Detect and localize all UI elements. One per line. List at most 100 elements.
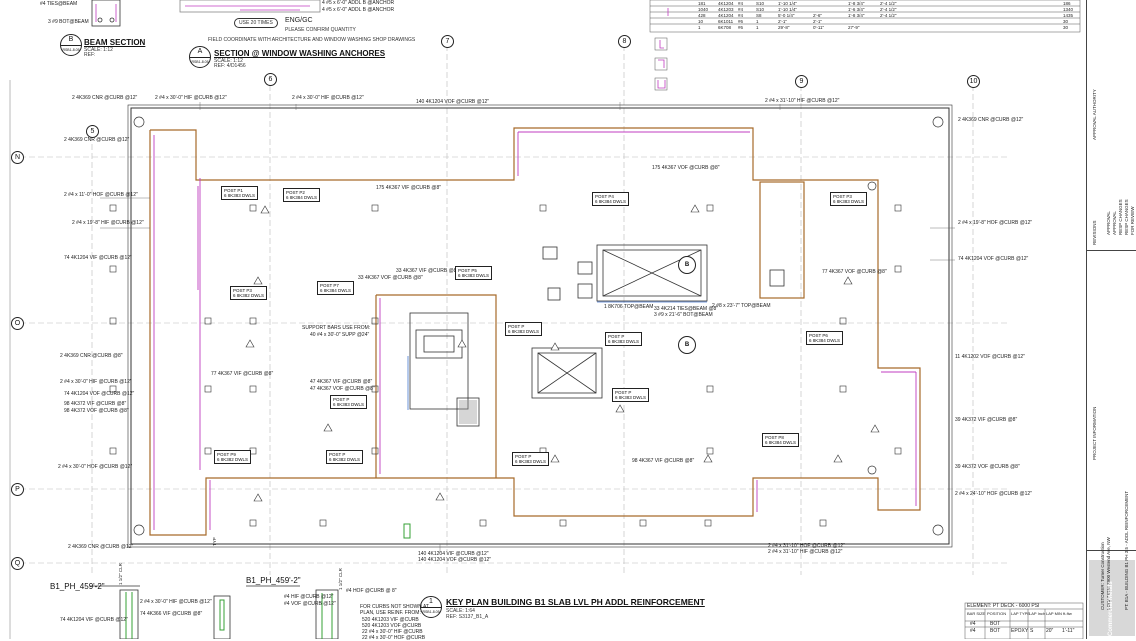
schedule-cell: 1'-10 1/4" [778, 7, 797, 12]
project-info-label: PROJECT INFORMATION [1092, 406, 1097, 460]
grid-col-7: 7 [441, 35, 454, 48]
b2-note-6: 520 4K1203 VIF @CURB [362, 617, 419, 623]
schedule-cell: 428 [698, 13, 706, 18]
note-center-7: 77 4K367 VIF @CURB @8" [211, 371, 274, 377]
note-center-5: 47 4K367 VIF @CURB @8" [310, 379, 373, 385]
schedule-cell: 6K1011 [718, 19, 734, 24]
note-left-7: 98 4K372 VIF @CURB @8" [64, 401, 127, 407]
key-plan-scale: SCALE: 1:64 [446, 608, 475, 614]
note-right-4: 39 4K372 VIF @CURB @8" [955, 417, 1018, 423]
level-label-mid: B1_PH_459'-2" [246, 576, 301, 585]
element-row2-type: EPOXY [1011, 628, 1029, 634]
note-top-left-2: 2 #4 x 30'-0" HIF @CURB @12" [292, 95, 364, 101]
element-row2-size: #4 [970, 628, 976, 634]
note-left-5: 2 4K369 CNR @CURB @8" [60, 353, 123, 359]
note-bottom-5: 2 #4 x 31'-10" HIF @CURB @12" [768, 549, 843, 555]
note-right-1: 2 #4 x 19'-8" HOF @CURB @12" [958, 220, 1033, 226]
section-anchor-letter: A [197, 48, 203, 55]
schedule-cell: 1'-8 3/4" [848, 1, 865, 6]
b2-note-5: PLAN, USE REINF. FROM: [360, 610, 421, 616]
section-cut-b-2: B [678, 336, 696, 354]
company-logo [1089, 560, 1135, 636]
note-right-2: 74 4K1204 VOF @CURB @12" [958, 256, 1029, 262]
note-bottom-4: 2 #4 x 31'-10" HOF @CURB @12" [768, 543, 845, 549]
key-plan-number: 1 [429, 598, 433, 605]
note-right-3: 11 4K1202 VOF @CURB @12" [955, 354, 1025, 360]
schedule-cell: 1'-8 3/4" [848, 13, 865, 18]
note-support-2: 40 #4 x 30'-0" SUPP @24" [310, 332, 370, 338]
note-left-2: 2 #4 x 11'-0" HOF @CURB @12" [64, 192, 138, 198]
note-center-9: 98 4K367 VIF @CURB @8" [632, 458, 695, 464]
b2-note-1: #4 HOF @CURB @ 8" [346, 588, 397, 594]
element-table-title: ELEMENT: PT DECK - 6000 PSI [967, 603, 1040, 609]
schedule-cell: 29'-8" [778, 25, 790, 30]
customer-label: CUSTOMER: Turner Construction [1100, 542, 1105, 610]
beam-section-letter: B [68, 36, 74, 43]
schedule-cell: S10 [756, 7, 765, 12]
note-center-2: 175 4K367 VOF @CURB @8" [652, 165, 720, 171]
beam-section-bubble: B RSB1-8.05 [60, 34, 82, 56]
schedule-cell: S8 [756, 13, 762, 18]
grid-row-p: P [11, 483, 24, 496]
title-block [1086, 0, 1136, 639]
note-left-8: 98 4K372 VOF @CURB @8" [64, 408, 129, 414]
key-plan-ref: REF: S3137_B1_A [446, 614, 489, 620]
eng-gc-label: ENG/GC [285, 17, 313, 24]
element-row1-size: #4 [970, 621, 976, 627]
beam-section-title: BEAM SECTION [84, 38, 146, 47]
note-top-right-1: 2 #4 x 31'-10" HIF @CURB @12" [765, 98, 840, 104]
schedule-cell: 2'-1" [778, 19, 787, 24]
element-header-lap-type: LAP TYPE [1011, 611, 1030, 616]
schedule-cell: 1435 [1063, 13, 1074, 18]
section-anchor-ref: REF: 4/D1456 [214, 63, 246, 69]
note-top-cnr-1: 2 4K369 CNR @CURB @12" [72, 95, 138, 101]
section-anchor-title: SECTION @ WINDOW WASHING ANCHORES [214, 49, 386, 58]
note-top-right-cnr: 2 4K369 CNR @CURB @12" [958, 117, 1024, 123]
schedule-cell: 1340 [1063, 7, 1074, 12]
key-plan-title: KEY PLAN BUILDING B1 SLAB LVL PH ADDL RE… [446, 597, 705, 607]
note-top-mid: 140 4K1204 VOF @CURB @12" [416, 99, 490, 105]
schedule-cell: #4 [738, 1, 744, 6]
anchor-note-1: 4 #5 x 6'-0" ADDL B @ANCHOR [322, 0, 395, 6]
note-center-12: 3 #9 x 21'-6" BOT@BEAM [654, 312, 713, 318]
b2-note-9: 22 #4 x 30'-0" HOF @CURB [362, 635, 426, 641]
note-left-9: 74 4K1204 VOF @CURB @12" [64, 391, 135, 397]
grid-row-q: Q [11, 557, 24, 570]
b2-note-4: FOR CURBS NOT SHOWN AT [360, 604, 429, 610]
note-right-6: 2 #4 x 24'-10" HOF @CURB @12" [955, 491, 1032, 497]
clr-label-2: 1 1/2" CLR [338, 568, 343, 590]
element-header-lap-min: LAP MIN ft-ftw [1046, 611, 1072, 616]
schedule-cell: 4K1204 [718, 1, 734, 6]
grid-col-8: 8 [618, 35, 631, 48]
company-name: Commercial Metals [1108, 581, 1114, 636]
note-center-6: 47 4K367 VOF @CURB @8" [310, 386, 375, 392]
grid-col-10: 10 [967, 75, 980, 88]
revision-item-3: APPROVAL [1112, 211, 1117, 235]
note-top-left-1: 2 #4 x 30'-0" HIF @CURB @12" [155, 95, 227, 101]
grid-row-o: O [11, 317, 24, 330]
schedule-cell: 30 [1063, 25, 1069, 30]
typ-label: TYP [212, 537, 217, 546]
revision-item-1: RESP CHANGES [1124, 199, 1129, 235]
coordinate-note: FIELD COORDINATE WITH ARCHITECTURE AND W… [208, 37, 416, 43]
schedule-cell: 10 [698, 19, 704, 24]
grid-col-6: 6 [264, 73, 277, 86]
element-row2-pos: BOT [990, 628, 1001, 634]
schedule-cell: 27'-9" [848, 25, 860, 30]
revision-item-2: RESP CHANGES [1118, 199, 1123, 235]
schedule-cell: 1 [756, 19, 759, 24]
b2-note-3: #4 VOF @CURB @12" [284, 601, 336, 607]
element-header-position: POSITION [987, 611, 1007, 616]
schedule-cell: 2'-4 1/2" [880, 7, 897, 12]
schedule-cell: 1 [756, 25, 759, 30]
